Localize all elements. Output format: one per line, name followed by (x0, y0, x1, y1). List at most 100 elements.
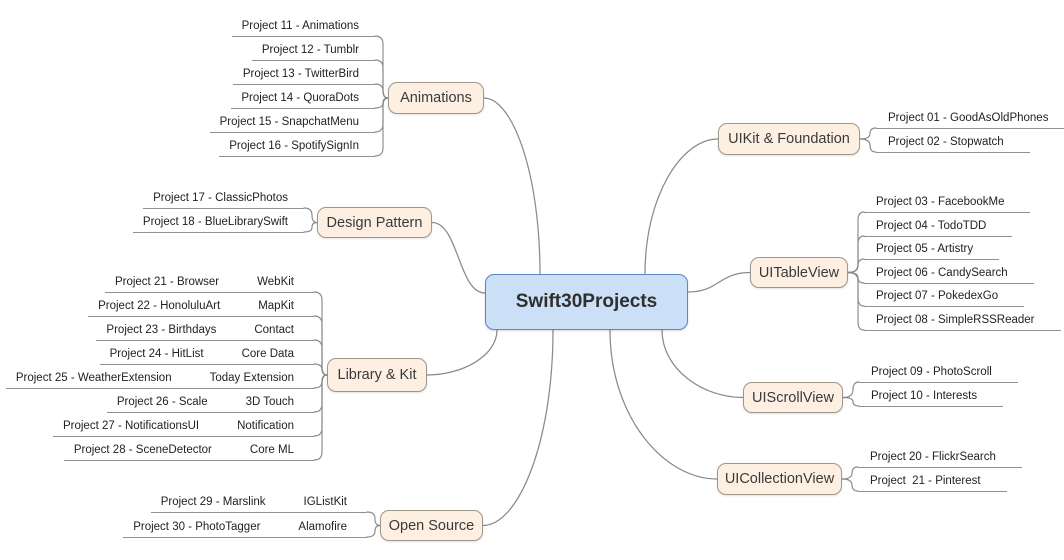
leaf-label: Project 22 - HonoluluArt (98, 300, 221, 312)
leaf-label: Project 05 - Artistry (876, 243, 974, 255)
branch-node-open-source[interactable]: Open Source (380, 510, 483, 541)
leaf-label: Project 11 - Animations (241, 20, 359, 32)
leaf-node-project-14-quoradots[interactable]: Project 14 - QuoraDots (231, 88, 375, 109)
leaf-connector-project-01-goodasoldphones (859, 127, 877, 140)
leaf-node-project-09-photoscroll[interactable]: Project 09 - PhotoScroll (859, 362, 1018, 383)
central-topic-swift30projects[interactable]: Swift30Projects (485, 274, 688, 330)
leaf-connector-project-05-artistry (847, 258, 865, 274)
branch-node-design-pattern[interactable]: Design Pattern (317, 207, 432, 238)
leaf-label: Project 12 - Tumblr (261, 44, 359, 56)
leaf-kit-label: Core ML (249, 444, 294, 456)
leaf-node-project-05-artistry[interactable]: Project 05 - Artistry (864, 239, 1000, 260)
leaf-label: Project 07 - PokedexGo (876, 290, 999, 302)
branch-node-uiscrollview[interactable]: UIScrollView (743, 382, 843, 413)
trunk-connector-uicollectionview (609, 329, 718, 480)
leaf-label: Project 01 - GoodAsOldPhones (888, 112, 1049, 124)
leaf-node-project-01-goodasoldphones[interactable]: Project 01 - GoodAsOldPhones (876, 108, 1064, 129)
trunk-connector-open-source (482, 329, 554, 527)
leaf-label: Project 25 - WeatherExtension (15, 372, 172, 384)
trunk-connector-uitableview (687, 271, 751, 293)
leaf-connector-project-12-tumblr (374, 59, 389, 99)
leaf-label: Project 10 - Interests (871, 390, 978, 402)
leaf-label: Project 21 - Pinterest (870, 475, 981, 487)
leaf-kit-label: Core Data (241, 348, 294, 360)
leaf-label: Project 14 - QuoraDots (241, 92, 359, 104)
leaf-node-project-24-hitlist[interactable]: Project 24 - HitList Core Data (99, 344, 314, 365)
leaf-label: Project 24 - HitList (109, 348, 204, 360)
leaf-label: Project 04 - TodoTDD (876, 220, 987, 232)
leaf-node-project-13-twitterbird[interactable]: Project 13 - TwitterBird (232, 64, 375, 85)
leaf-connector-project-21-pinterest (841, 478, 859, 492)
leaf-label: Project 18 - BlueLibrarySwift (142, 216, 288, 228)
leaf-connector-project-27-notificationsui (313, 374, 328, 437)
leaf-connector-project-09-photoscroll (842, 381, 860, 399)
leaf-label: Project 29 - Marslink (160, 496, 266, 508)
leaf-node-project-18-bluelibraryswift[interactable]: Project 18 - BlueLibrarySwift (132, 212, 304, 233)
leaf-connector-project-29-marslink (366, 511, 381, 527)
leaf-node-project-23-birthdays[interactable]: Project 23 - Birthdays Contact (96, 320, 314, 341)
trunk-connector-library-kit (426, 329, 498, 376)
leaf-connector-project-02-stopwatch (859, 138, 877, 153)
leaf-node-project-10-interests[interactable]: Project 10 - Interests (859, 386, 1004, 407)
leaf-kit-label: MapKit (258, 300, 294, 312)
leaf-node-project-27-notificationsui[interactable]: Project 27 - NotificationsUI Notification (52, 416, 314, 437)
leaf-node-project-07-pokedexgo[interactable]: Project 07 - PokedexGo (864, 286, 1025, 307)
leaf-label: Project 06 - CandySearch (876, 267, 1008, 279)
leaf-connector-project-07-pokedexgo (847, 271, 865, 307)
leaf-kit-label: Notification (237, 420, 294, 432)
leaf-node-project-22-honoluluart[interactable]: Project 22 - HonoluluArt MapKit (88, 296, 314, 317)
leaf-label: Project 15 - SnapchatMenu (219, 116, 359, 128)
leaf-node-project-17-classicphotos[interactable]: Project 17 - ClassicPhotos (143, 188, 304, 209)
leaf-node-project-03-facebookme[interactable]: Project 03 - FacebookMe (864, 192, 1031, 213)
trunk-connector-animations (483, 97, 541, 275)
leaf-kit-label: IGListKit (303, 496, 347, 508)
leaf-connector-project-30-phototagger (366, 524, 381, 538)
leaf-node-project-04-todotdd[interactable]: Project 04 - TodoTDD (864, 216, 1013, 237)
leaf-node-project-16-spotifysignin[interactable]: Project 16 - SpotifySignIn (219, 136, 375, 157)
branch-node-uikit-foundation[interactable]: UIKit & Foundation (718, 123, 860, 155)
leaf-node-project-28-scenedetector[interactable]: Project 28 - SceneDetector Core ML (63, 440, 314, 461)
leaf-connector-project-11-animations (374, 35, 389, 99)
leaf-node-project-29-marslink[interactable]: Project 29 - Marslink IGListKit (150, 492, 367, 513)
leaf-connector-project-25-weatherextension (313, 374, 328, 389)
leaf-connector-project-23-birthdays (313, 339, 328, 376)
leaf-label: Project 16 - SpotifySignIn (229, 140, 359, 152)
leaf-kit-label: Today Extension (209, 372, 294, 384)
leaf-label: Project 30 - PhotoTagger (133, 521, 261, 533)
leaf-node-project-08-simplerssreader[interactable]: Project 08 - SimpleRSSReader (864, 310, 1061, 331)
leaf-label: Project 27 - NotificationsUI (62, 420, 200, 432)
leaf-connector-project-15-snapchatmenu (374, 97, 389, 133)
leaf-connector-project-28-scenedetector (313, 374, 328, 461)
leaf-connector-project-26-scale (313, 374, 328, 413)
branch-node-library-kit[interactable]: Library & Kit (327, 358, 427, 392)
branch-node-animations[interactable]: Animations (388, 82, 484, 114)
leaf-connector-project-04-todotdd (847, 235, 865, 274)
leaf-label: Project 26 - Scale (116, 396, 208, 408)
leaf-label: Project 20 - FlickrSearch (870, 451, 996, 463)
leaf-label: Project 23 - Birthdays (106, 324, 217, 336)
leaf-connector-project-13-twitterbird (374, 83, 389, 99)
branch-node-uitableview[interactable]: UITableView (750, 257, 848, 288)
branch-node-uicollectionview[interactable]: UICollectionView (717, 463, 842, 495)
leaf-node-project-21-pinterest[interactable]: Project 21 - Pinterest (858, 471, 1007, 492)
leaf-node-project-15-snapchatmenu[interactable]: Project 15 - SnapchatMenu (209, 112, 375, 133)
leaf-label: Project 17 - ClassicPhotos (153, 192, 288, 204)
leaf-kit-label: WebKit (257, 276, 294, 288)
leaf-connector-project-24-hitlist (313, 363, 328, 376)
leaf-label: Project 09 - PhotoScroll (871, 366, 992, 378)
leaf-label: Project 28 - SceneDetector (73, 444, 212, 456)
leaf-connector-project-18-bluelibraryswift (303, 221, 318, 233)
leaf-node-project-20-flickrsearch[interactable]: Project 20 - FlickrSearch (858, 447, 1022, 468)
leaf-node-project-25-weatherextension[interactable]: Project 25 - WeatherExtension Today Exten… (5, 368, 314, 389)
leaf-node-project-06-candysearch[interactable]: Project 06 - CandySearch (864, 263, 1034, 284)
leaf-connector-project-20-flickrsearch (841, 466, 859, 480)
leaf-kit-label: Contact (254, 324, 294, 336)
leaf-node-project-11-animations[interactable]: Project 11 - Animations (231, 16, 375, 37)
leaf-node-project-02-stopwatch[interactable]: Project 02 - Stopwatch (876, 132, 1030, 153)
leaf-node-project-12-tumblr[interactable]: Project 12 - Tumblr (251, 40, 375, 61)
